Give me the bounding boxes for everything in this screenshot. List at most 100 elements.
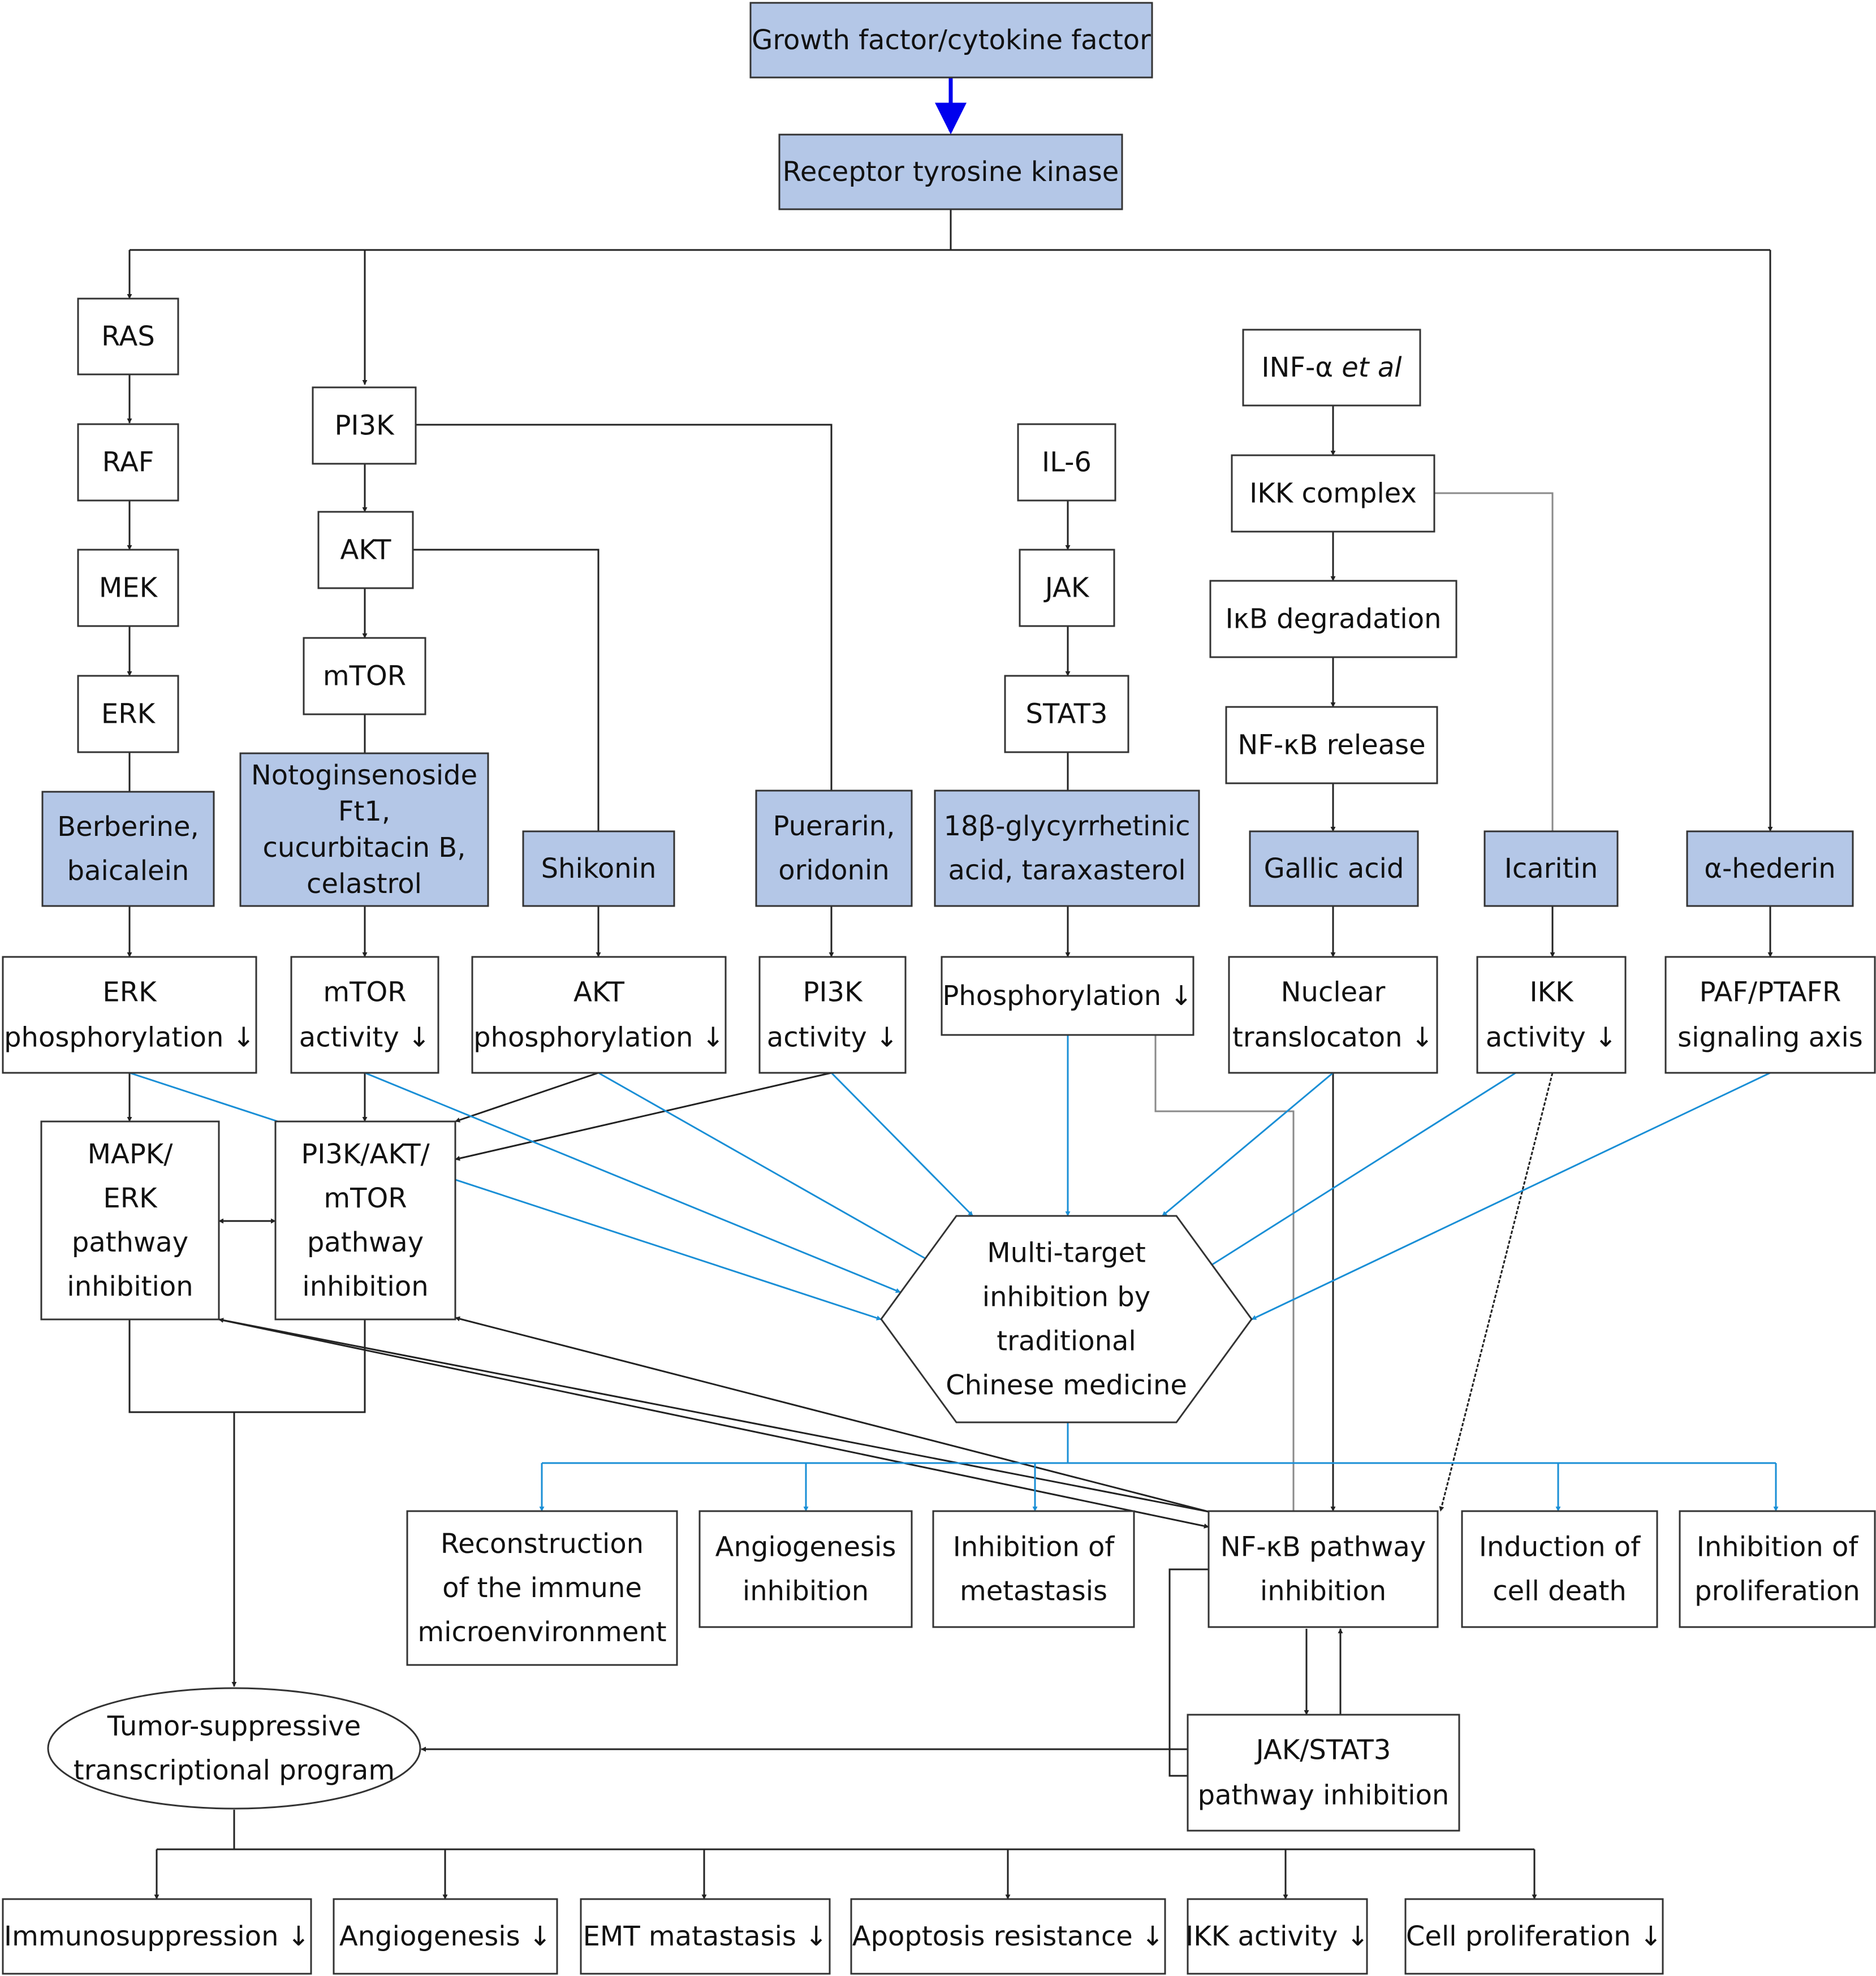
node-shape — [290, 956, 439, 1074]
node-label: mTOR — [323, 661, 406, 692]
node-label: pathway inhibition — [1198, 1780, 1450, 1811]
node-label: MEK — [99, 572, 158, 604]
node-reconstruction: Reconstruction of the immune microenvironm… — [406, 1510, 678, 1666]
node-shape — [522, 830, 675, 907]
node-shape — [1686, 830, 1854, 907]
node-label: Nuclear — [1281, 977, 1386, 1008]
node-label: AKT — [340, 534, 392, 566]
node-emt: EMT matastasis ↓ — [580, 1898, 831, 1975]
node-shape — [1404, 1898, 1664, 1975]
node-label: Icaritin — [1504, 853, 1598, 885]
node-label: PI3K/AKT/ — [301, 1138, 430, 1170]
node-cell-prolif: Cell proliferation ↓ — [1404, 1898, 1664, 1975]
node-gallic: Gallic acid — [1249, 830, 1419, 907]
node-shape — [850, 1898, 1166, 1975]
node-stat3: STAT3 — [1004, 675, 1129, 753]
node-label: phosphorylation ↓ — [473, 1022, 724, 1054]
node-label: activity ↓ — [1486, 1022, 1617, 1054]
node-label: PI3K — [803, 977, 863, 1008]
node-jak: JAK — [1019, 549, 1115, 627]
node-hederin: α-hederin — [1686, 830, 1854, 907]
node-growth-factor: Growth factor/cytokine factor — [749, 2, 1153, 79]
node-label: baicalein — [67, 855, 189, 887]
node-shape — [317, 511, 414, 589]
node-label: of the immune — [442, 1572, 642, 1604]
node-label: IKK — [1529, 977, 1574, 1008]
node-shape — [274, 1120, 456, 1321]
node-label: 18β-glycyrrhetinic — [943, 810, 1190, 842]
node-label: ERK — [103, 1183, 158, 1214]
node-rtk: Receptor tyrosine kinase — [778, 133, 1123, 210]
node-phos: Phosphorylation ↓ — [941, 956, 1194, 1036]
node-label: Induction of — [1479, 1531, 1641, 1563]
node-label: Notoginsenoside — [251, 760, 477, 791]
node-shape — [749, 2, 1153, 79]
node-shape — [1483, 830, 1619, 907]
node-shape — [47, 1687, 421, 1810]
node-shape — [758, 956, 907, 1074]
blue-pi3kact-multi — [830, 1072, 974, 1217]
node-shape — [698, 1510, 913, 1628]
node-puerarin: Puerarin,oridonin — [755, 789, 913, 907]
node-label: traditional — [997, 1326, 1136, 1357]
node-ikb: IκB degradation — [1209, 580, 1457, 658]
node-label: microenvironment — [417, 1616, 666, 1648]
node-shape — [1461, 1510, 1658, 1628]
node-pi3k-path: PI3K/AKT/mTOR pathway inhibition — [274, 1120, 456, 1321]
arrow-nfkb-to-pi3kpath — [455, 1316, 1209, 1513]
node-shape — [932, 1510, 1135, 1628]
node-label: activity ↓ — [299, 1022, 430, 1054]
node-label: phosphorylation ↓ — [4, 1022, 255, 1054]
node-label: RAS — [101, 321, 155, 352]
node-shape — [1019, 549, 1115, 627]
node-ras: RAS — [77, 297, 179, 376]
node-shape — [77, 549, 179, 627]
node-label: Angiogenesis — [715, 1531, 896, 1563]
node-icaritin: Icaritin — [1483, 830, 1619, 907]
node-label: Immunosuppression ↓ — [4, 1921, 310, 1952]
node-ikk-complex: IKK complex — [1231, 454, 1435, 533]
node-label: Puerarin, — [773, 810, 895, 842]
node-label: JAK — [1043, 572, 1090, 604]
node-shape — [941, 956, 1194, 1036]
node-label: Growth factor/cytokine factor — [752, 24, 1151, 56]
node-label: mTOR — [323, 977, 406, 1008]
node-label: mTOR — [324, 1183, 407, 1214]
node-label: signaling axis — [1677, 1022, 1863, 1054]
arrow-aktphos-pi3kpath — [455, 1072, 599, 1123]
node-inf: INF-α et al — [1242, 329, 1421, 407]
node-shikonin: Shikonin — [522, 830, 675, 907]
node-apoptosis: Apoptosis resistance ↓ — [850, 1898, 1166, 1975]
node-label: JAK/STAT3 — [1254, 1735, 1391, 1766]
node-shape — [312, 386, 417, 465]
node-raf: RAF — [77, 423, 179, 502]
node-label: Berberine, — [57, 811, 199, 843]
node-angio: Angiogenesis ↓ — [333, 1898, 558, 1975]
node-label: inhibition by — [982, 1282, 1150, 1313]
node-label: STAT3 — [1025, 698, 1107, 730]
node-shape — [1476, 956, 1627, 1074]
node-label: PAF/PTAFR — [1700, 977, 1842, 1008]
node-label: pathway — [72, 1227, 188, 1258]
arrow-ikkact-nfkbpath — [1439, 1072, 1554, 1512]
node-label: Reconstruction — [441, 1528, 644, 1560]
node-label: NF-κB pathway — [1221, 1531, 1426, 1563]
node-shape — [303, 637, 426, 715]
node-label: pathway — [307, 1227, 424, 1258]
node-label: translocaton ↓ — [1232, 1022, 1434, 1054]
connectors — [127, 77, 1779, 1900]
node-shape — [41, 791, 215, 907]
node-label: inhibition — [302, 1271, 428, 1302]
node-il6: IL-6 — [1017, 423, 1116, 502]
node-label: Shikonin — [541, 853, 657, 885]
blue-aktphos-multi — [598, 1072, 933, 1263]
node-ikk-act: IKK activity ↓ — [1476, 956, 1627, 1074]
line-nfkb-left — [1168, 1568, 1209, 1777]
